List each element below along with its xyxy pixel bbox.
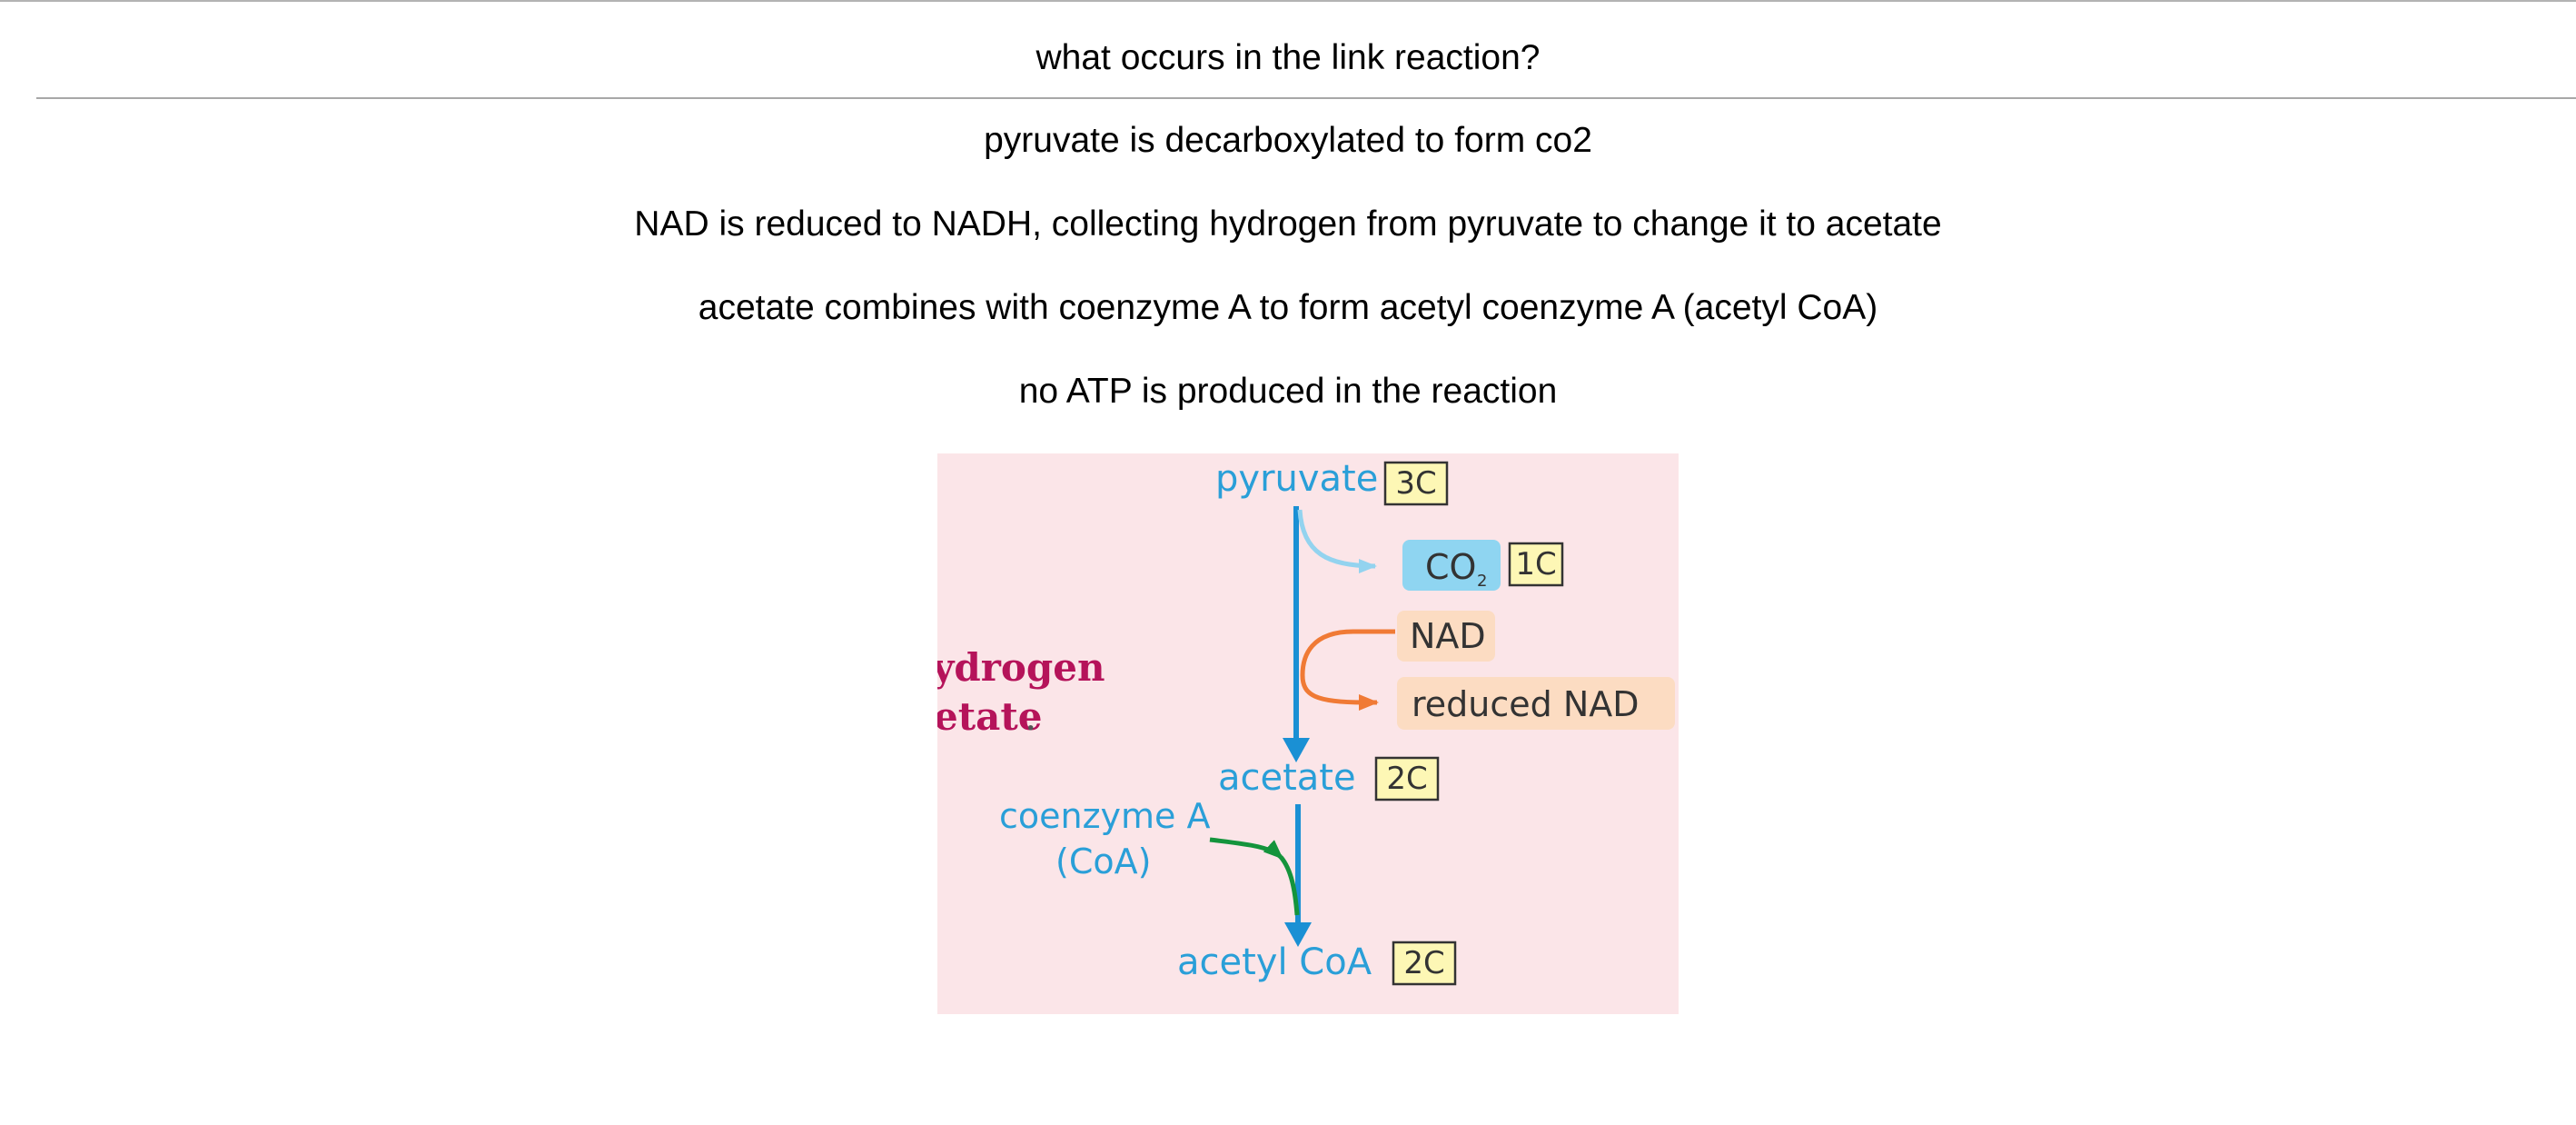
acetyl-coa-carbon-count: 2C xyxy=(1403,945,1444,981)
card-question: what occurs in the link reaction? xyxy=(1035,38,1541,77)
coenzyme-a-label: coenzyme A xyxy=(999,796,1211,836)
top-border xyxy=(0,0,2576,2)
nad-label: NAD xyxy=(1410,616,1486,656)
acetyl-coa-label: acetyl CoA xyxy=(1177,941,1372,983)
reduced-nad-box xyxy=(1397,677,1675,730)
main-arrow-upper-head xyxy=(1283,738,1310,762)
nad-box xyxy=(1397,611,1495,662)
co2-subscript: 2 xyxy=(1477,572,1487,591)
coa-label: (CoA) xyxy=(1055,841,1151,881)
pyruvate-carbon-box xyxy=(1383,461,1449,506)
acetyl-coa-carbon-box xyxy=(1392,941,1457,986)
co2-box xyxy=(1402,540,1501,591)
cut-text-acetate: etate xyxy=(937,694,1042,739)
link-reaction-svg: ydrogen etate . pyruvate 3C CO 2 1C NAD … xyxy=(937,458,1675,986)
cut-text-hydrogen: ydrogen xyxy=(937,645,1105,690)
answer-line-acetyl-coa: acetate combines with coenzyme A to form… xyxy=(698,288,1878,327)
co2-carbon-count: 1C xyxy=(1515,546,1556,582)
main-arrow-lower-head xyxy=(1284,922,1312,947)
co2-carbon-box xyxy=(1508,542,1564,587)
cut-text-period: . xyxy=(1025,694,1036,739)
reduced-nad-label: reduced NAD xyxy=(1412,684,1640,724)
nad-reduction-arrow xyxy=(1300,629,1395,711)
pyruvate-label: pyruvate xyxy=(1215,458,1378,500)
pyruvate-carbon-count: 3C xyxy=(1395,465,1436,502)
question-answer-divider xyxy=(36,97,2576,99)
answer-line-nad-reduction: NAD is reduced to NADH, collecting hydro… xyxy=(634,204,1942,244)
co2-label: CO xyxy=(1425,547,1476,587)
coa-arrow-in xyxy=(1209,837,1283,860)
acetate-label: acetate xyxy=(1218,757,1356,799)
acetate-carbon-count: 2C xyxy=(1386,761,1427,797)
answer-line-no-atp: no ATP is produced in the reaction xyxy=(1018,372,1558,411)
answer-line-decarboxylation: pyruvate is decarboxylated to form co2 xyxy=(984,121,1592,160)
coa-arrow-curve xyxy=(1279,855,1300,916)
link-reaction-diagram: ydrogen etate . pyruvate 3C CO 2 1C NAD … xyxy=(937,453,1679,1014)
co2-branch-arrow xyxy=(1297,509,1377,573)
acetate-carbon-box xyxy=(1374,756,1440,801)
